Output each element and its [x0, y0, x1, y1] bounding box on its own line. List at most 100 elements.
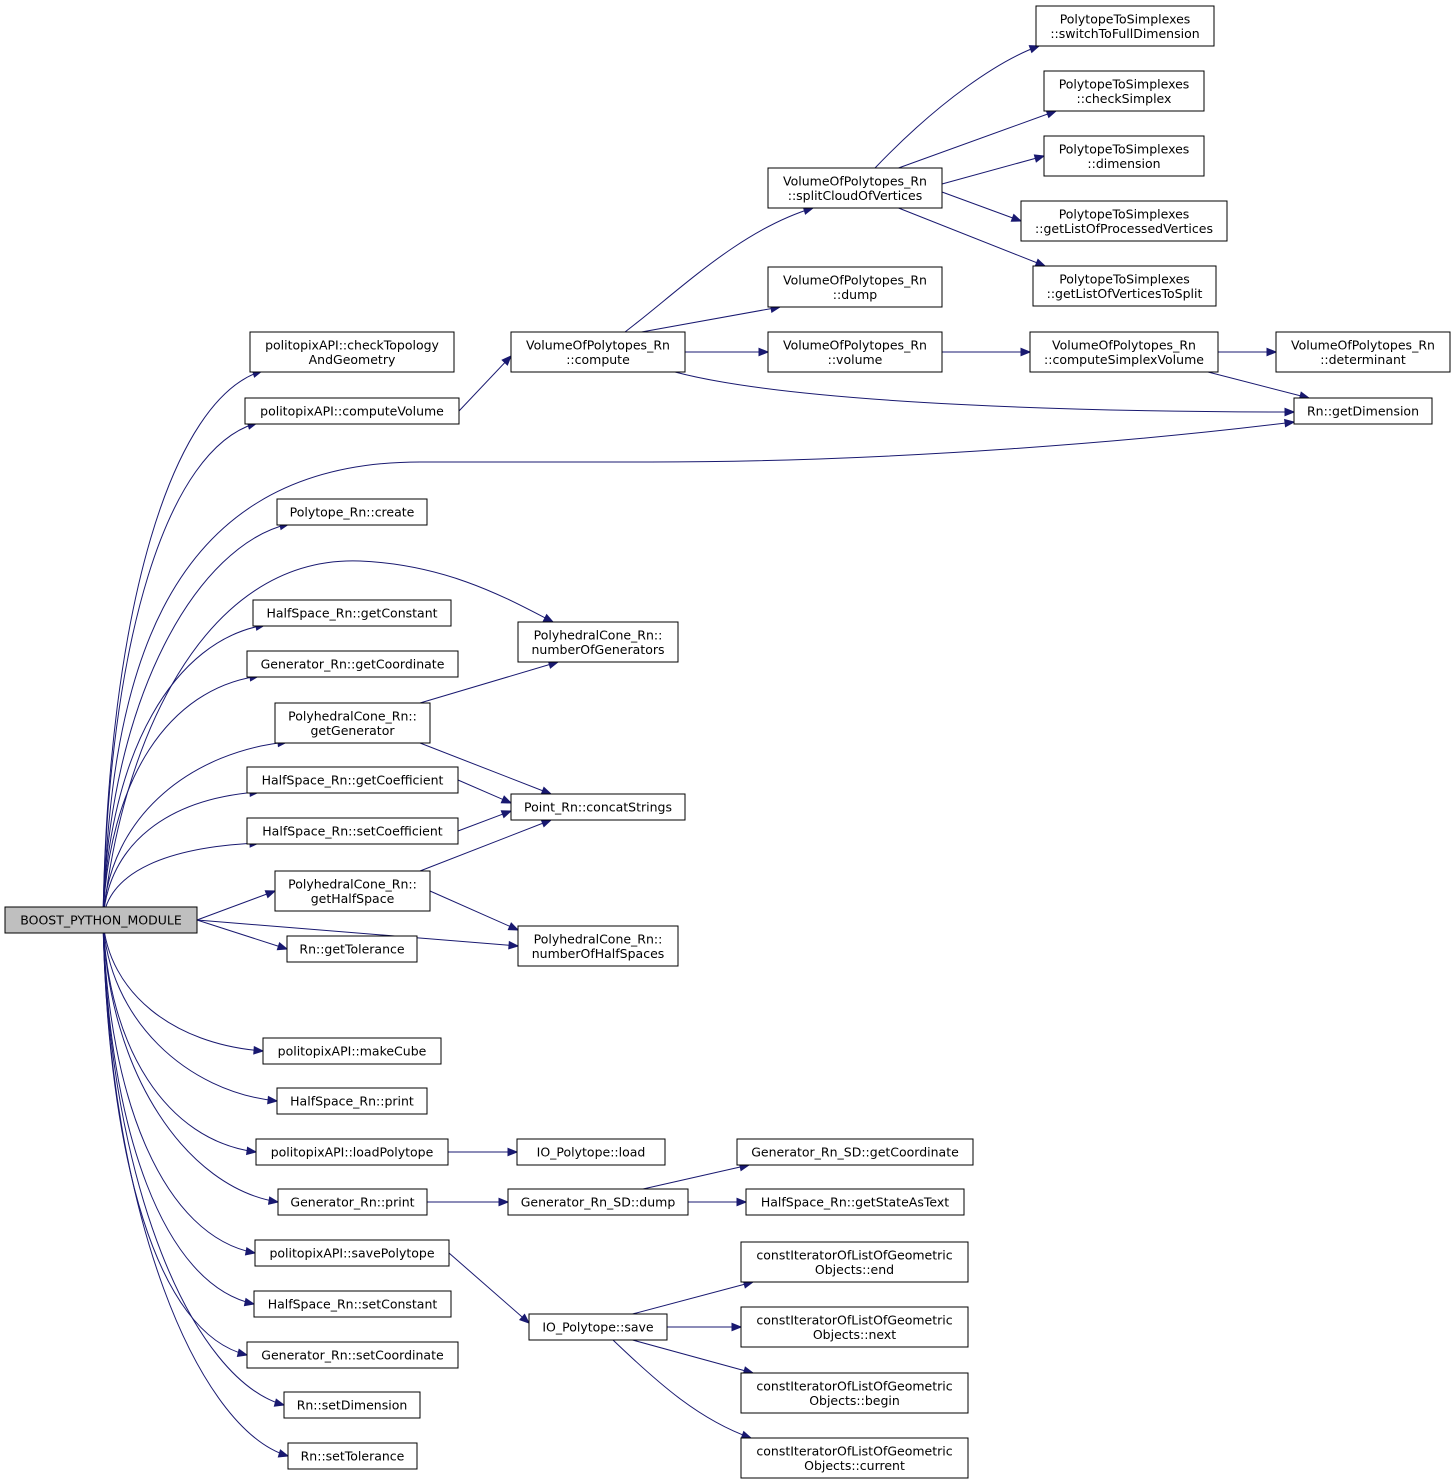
edge-getCoefficient-to-concatStrings: [457, 779, 513, 804]
node-label: getHalfSpace: [311, 891, 395, 906]
node-vopDump[interactable]: VolumeOfPolytopes_Rn::dump: [767, 266, 943, 308]
node-label: Point_Rn::concatStrings: [524, 800, 672, 815]
node-box: [253, 1290, 452, 1318]
node-loadPolytope[interactable]: politopixAPI::loadPolytope: [255, 1138, 449, 1166]
node-determinant[interactable]: VolumeOfPolytopes_Rn::determinant: [1275, 331, 1451, 373]
arrow-head-icon: [264, 890, 277, 899]
edge-vopCompute-to-vopDump: [641, 304, 782, 333]
node-getHalfSpace[interactable]: PolyhedralCone_Rn::getHalfSpace: [274, 870, 431, 912]
node-ioLoad[interactable]: IO_Polytope::load: [516, 1138, 666, 1166]
node-getDimension[interactable]: Rn::getDimension: [1293, 397, 1433, 425]
arrow-head-icon: [243, 1297, 256, 1307]
node-box: [4, 906, 198, 934]
edge-root-to-setDimension: [102, 919, 286, 1407]
node-label: ::volume: [828, 352, 883, 367]
node-ioSave[interactable]: IO_Polytope::save: [528, 1313, 668, 1341]
node-label: ::determinant: [1320, 352, 1406, 367]
node-label: PolyhedralCone_Rn::: [534, 931, 663, 946]
node-box: [274, 702, 431, 744]
edge-getHalfSpace-to-numHalfSpaces: [429, 890, 520, 931]
node-setCoordinate[interactable]: Generator_Rn::setCoordinate: [246, 1341, 459, 1369]
node-numHalfSpaces[interactable]: PolyhedralCone_Rn::numberOfHalfSpaces: [517, 925, 679, 967]
arrow-head-icon: [253, 1045, 265, 1055]
edge-line: [102, 919, 289, 1457]
edge-root-to-genPrint: [102, 919, 280, 1205]
node-savePolytope[interactable]: politopixAPI::savePolytope: [254, 1239, 450, 1267]
node-label: HalfSpace_Rn::getConstant: [266, 606, 437, 621]
node-vopVolume[interactable]: VolumeOfPolytopes_Rn::volume: [767, 331, 943, 373]
node-setCoefficient[interactable]: HalfSpace_Rn::setCoefficient: [246, 817, 459, 845]
node-vopCompute[interactable]: VolumeOfPolytopes_Rn::compute: [510, 331, 686, 373]
node-itNext[interactable]: constIteratorOfListOfGeometricObjects::n…: [740, 1306, 969, 1348]
node-create[interactable]: Polytope_Rn::create: [276, 498, 428, 526]
edge-splitCloud-to-getToSplit: [898, 207, 1047, 267]
node-computeVolume[interactable]: politopixAPI::computeVolume: [244, 397, 460, 425]
node-makeCube[interactable]: politopixAPI::makeCube: [262, 1037, 442, 1065]
edge-root-to-setTolerance: [102, 919, 290, 1458]
arrow-head-icon: [507, 1147, 519, 1157]
node-label: Objects::end: [815, 1262, 894, 1277]
node-itEnd[interactable]: constIteratorOfListOfGeometricObjects::e…: [740, 1241, 969, 1283]
arrow-head-icon: [1045, 110, 1058, 119]
node-switchFull[interactable]: PolytopeToSimplexes::switchToFullDimensi…: [1035, 5, 1215, 47]
node-label: PolyhedralCone_Rn::: [288, 708, 417, 723]
node-label: HalfSpace_Rn::setCoefficient: [262, 824, 443, 839]
node-setDimension[interactable]: Rn::setDimension: [283, 1391, 421, 1419]
node-getStateAsText[interactable]: HalfSpace_Rn::getStateAsText: [745, 1188, 965, 1216]
node-sdDump[interactable]: Generator_Rn_SD::dump: [507, 1188, 689, 1216]
edge-line: [1207, 371, 1310, 399]
node-getTolerance[interactable]: Rn::getTolerance: [286, 935, 418, 963]
edge-line: [102, 624, 266, 921]
edge-computeSimplex-to-getDimension: [1207, 371, 1311, 400]
node-getConstant[interactable]: HalfSpace_Rn::getConstant: [252, 599, 452, 627]
node-sdGetCoord[interactable]: Generator_Rn_SD::getCoordinate: [736, 1138, 974, 1166]
edge-line: [898, 207, 1046, 267]
arrow-head-icon: [1020, 347, 1032, 357]
node-box: [510, 793, 686, 821]
node-label: constIteratorOfListOfGeometric: [756, 1443, 952, 1458]
edge-root-to-getTolerance: [196, 919, 289, 951]
node-label: Generator_Rn::getCoordinate: [261, 657, 445, 672]
node-label: Generator_Rn::setCoordinate: [261, 1348, 444, 1363]
node-box: [740, 1241, 969, 1283]
arrow-head-icon: [276, 941, 289, 951]
node-setConstant[interactable]: HalfSpace_Rn::setConstant: [253, 1290, 452, 1318]
node-getCoordinate[interactable]: Generator_Rn::getCoordinate: [246, 650, 459, 678]
edge-ioSave-to-itEnd: [632, 1280, 755, 1315]
node-label: ::switchToFullDimension: [1050, 26, 1199, 41]
node-concatStrings[interactable]: Point_Rn::concatStrings: [510, 793, 686, 821]
node-label: ::getListOfVerticesToSplit: [1047, 286, 1203, 301]
node-label: Polytope_Rn::create: [290, 505, 415, 520]
node-ptsDimension[interactable]: PolytopeToSimplexes::dimension: [1043, 135, 1205, 177]
node-label: ::dump: [833, 287, 877, 302]
node-splitCloud[interactable]: VolumeOfPolytopes_Rn::splitCloudOfVertic…: [767, 167, 943, 209]
node-label: ::getListOfProcessedVertices: [1035, 221, 1213, 236]
node-itCurrent[interactable]: constIteratorOfListOfGeometricObjects::c…: [740, 1437, 969, 1479]
node-hsPrint[interactable]: HalfSpace_Rn::print: [276, 1087, 428, 1115]
node-getToSplit[interactable]: PolytopeToSimplexes::getListOfVerticesTo…: [1032, 265, 1217, 307]
node-label: politopixAPI::checkTopology: [265, 337, 439, 352]
node-label: politopixAPI::makeCube: [278, 1044, 427, 1059]
node-checkSimplex[interactable]: PolytopeToSimplexes::checkSimplex: [1043, 70, 1205, 112]
node-getGenerator[interactable]: PolyhedralCone_Rn::getGenerator: [274, 702, 431, 744]
node-getProcessed[interactable]: PolytopeToSimplexes::getListOfProcessedV…: [1020, 200, 1228, 242]
edge-computeSimplex-to-determinant: [1218, 347, 1278, 357]
node-label: BOOST_PYTHON_MODULE: [20, 913, 182, 928]
node-label: VolumeOfPolytopes_Rn: [526, 337, 670, 352]
edge-line: [419, 819, 552, 872]
edge-line: [874, 45, 1040, 169]
node-box: [1293, 397, 1433, 425]
edge-line: [196, 890, 276, 921]
node-setTolerance[interactable]: Rn::setTolerance: [287, 1442, 418, 1470]
arrow-head-icon: [267, 1196, 280, 1205]
arrow-head-icon: [507, 922, 520, 931]
node-computeSimplex[interactable]: VolumeOfPolytopes_Rn::computeSimplexVolu…: [1029, 331, 1219, 373]
edge-layer: [102, 45, 1311, 1458]
node-genPrint[interactable]: Generator_Rn::print: [277, 1188, 428, 1216]
node-numGenerators[interactable]: PolyhedralCone_Rn::numberOfGenerators: [517, 621, 679, 663]
node-getCoefficient[interactable]: HalfSpace_Rn::getCoefficient: [246, 766, 459, 794]
node-box: [1029, 331, 1219, 373]
node-itBegin[interactable]: constIteratorOfListOfGeometricObjects::b…: [740, 1372, 969, 1414]
node-root[interactable]: BOOST_PYTHON_MODULE: [4, 906, 198, 934]
